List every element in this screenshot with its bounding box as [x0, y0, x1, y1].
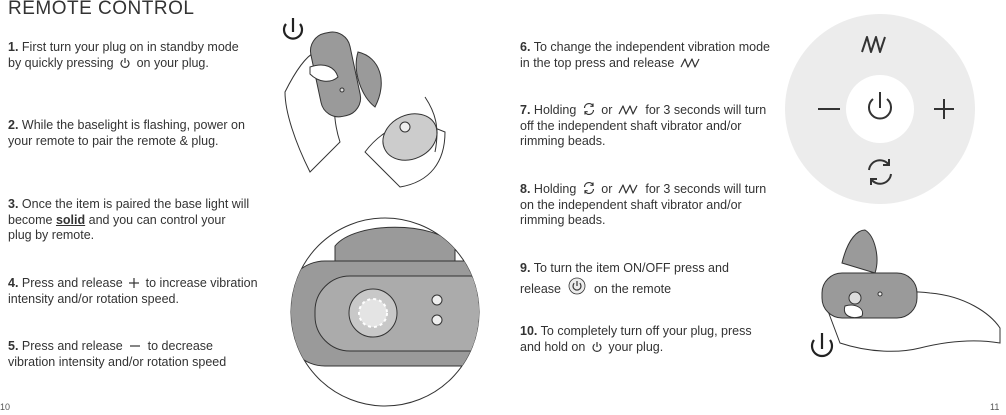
step-text: Holding	[533, 182, 577, 196]
step-text: your plug.	[608, 339, 664, 354]
step-text: While the baselight is flashing, power o…	[8, 118, 245, 148]
step-number: 1.	[8, 40, 19, 54]
step-3: 3. Once the item is paired the base ligh…	[8, 197, 252, 244]
hands-illustration	[282, 18, 446, 188]
step-text: To change the independent vibration mode…	[520, 40, 770, 70]
step-number: 10.	[520, 324, 538, 338]
step-text: to increase vibration intensity and/or r…	[8, 276, 258, 306]
wave-icon	[618, 105, 638, 115]
plus-button[interactable]	[934, 99, 954, 119]
remote-control-diagram	[785, 14, 975, 204]
step-number: 2.	[8, 118, 19, 132]
step-number: 4.	[8, 276, 19, 290]
cycle-icon	[583, 181, 594, 195]
step-text: on your plug.	[136, 55, 209, 70]
power-icon	[810, 333, 834, 358]
step-8: 8. Holding or for 3 seconds will turn on…	[520, 181, 770, 229]
step-text: for 3 seconds will turn off the independ…	[520, 103, 767, 148]
hand-plug-illustration	[810, 229, 1001, 358]
step-10: 10. To completely turn off your plug, pr…	[520, 324, 760, 355]
step-4: 4. Press and release to increase vibrati…	[8, 276, 260, 307]
step-text: To completely turn off your plug, press …	[520, 324, 752, 354]
page-title: REMOTE CONTROL	[8, 0, 195, 19]
minus-icon	[130, 345, 141, 347]
wave-button[interactable]	[861, 36, 886, 53]
step-text: Press and release	[21, 276, 123, 290]
wave-icon	[618, 184, 638, 194]
step-text: Holding	[533, 103, 577, 117]
step-text: Press and release	[21, 339, 123, 353]
step-number: 6.	[520, 40, 531, 54]
step-2: 2. While the baselight is flashing, powe…	[8, 118, 252, 149]
step-7: 7. Holding or for 3 seconds will turn of…	[520, 102, 770, 150]
step-number: 3.	[8, 197, 19, 211]
step-5: 5. Press and release to decrease vibrati…	[8, 339, 260, 370]
wave-icon	[680, 57, 700, 68]
step-1: 1. First turn your plug on in standby mo…	[8, 40, 248, 71]
cycle-button[interactable]	[868, 159, 892, 185]
step-number: 9.	[520, 261, 531, 275]
step-text: to decrease vibration intensity and/or r…	[8, 339, 227, 369]
step-number: 8.	[520, 182, 531, 196]
plug-closeup-illustration	[290, 217, 480, 407]
cycle-icon	[583, 102, 594, 116]
step-text: and you can control your plug by remote.	[8, 212, 226, 243]
step-number: 5.	[8, 339, 19, 353]
step-text: First turn your plug on in standby mode …	[8, 40, 239, 70]
step-text: or	[601, 103, 613, 117]
page-number-left: 10	[0, 402, 11, 412]
emphasis-word: solid	[55, 212, 86, 227]
plus-icon	[129, 278, 140, 288]
step-text: or	[601, 182, 613, 196]
step-text: on the remote	[593, 281, 672, 296]
step-6: 6. To change the independent vibration m…	[520, 40, 770, 71]
power-button[interactable]	[868, 92, 892, 120]
power-circle-icon	[569, 277, 586, 294]
step-number: 7.	[520, 103, 531, 117]
step-text: for 3 seconds will turn on the independe…	[520, 182, 767, 227]
step-9: 9. To turn the item ON/OFF press and rel…	[520, 261, 770, 297]
step-text: Once the item is paired the base light w…	[8, 197, 250, 227]
page-number-right: 11	[990, 402, 1000, 412]
power-icon	[282, 18, 304, 40]
power-icon	[120, 57, 130, 68]
power-icon	[592, 341, 602, 352]
step-text: To turn the item ON/OFF press and releas…	[520, 261, 729, 296]
